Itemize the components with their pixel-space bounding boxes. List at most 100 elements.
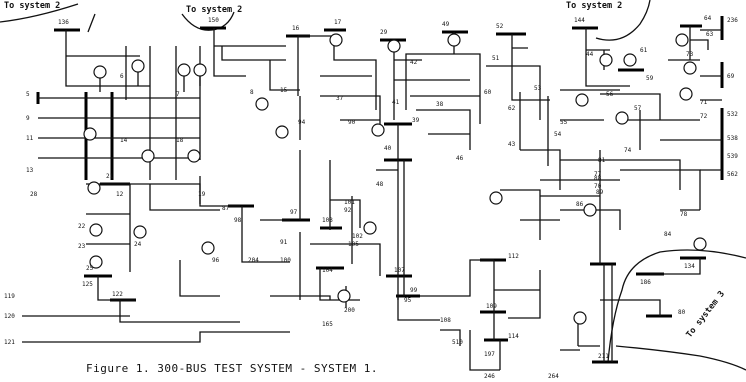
line-mesh-3 [376, 124, 405, 300]
generator-icon [83, 127, 97, 141]
bus-label: 122 [112, 291, 123, 298]
boundary-system2-left [0, 3, 79, 23]
bus-label: 52 [496, 23, 504, 30]
bus-label: 5 [26, 91, 30, 98]
generator-icon [599, 53, 613, 67]
label-to-system2-right: To system 2 [566, 1, 622, 11]
bus-label: 150 [208, 17, 219, 24]
bus-label: 18 [176, 137, 184, 144]
generator-icon [363, 221, 377, 235]
generator-icon [329, 33, 343, 47]
line-64 [668, 26, 709, 61]
bus-label: 134 [684, 263, 695, 270]
bus-label: 81 [598, 157, 606, 164]
line-center-trunk [270, 96, 331, 300]
bus-label: 121 [4, 339, 15, 346]
bus-label: 100 [280, 257, 291, 264]
bus-label: 57 [634, 105, 642, 112]
line-mesh-4 [329, 160, 361, 264]
line-to-16 [221, 36, 300, 96]
generator-icon [275, 125, 289, 139]
generator-icon [131, 59, 145, 73]
generator-icon [693, 237, 707, 251]
bus-label: 22 [78, 223, 86, 230]
bus-label: 41 [392, 99, 400, 106]
bus-label: 90 [348, 119, 356, 126]
label-to-system3: To system 3 [684, 289, 727, 340]
line-gen-left [99, 66, 201, 92]
bus-label: 6 [120, 73, 124, 80]
bus-label: 54 [554, 131, 562, 138]
line-mesh-6 [397, 259, 494, 321]
line-52 [486, 34, 550, 120]
bus-label: 74 [624, 147, 632, 154]
bus-label: 80 [678, 309, 686, 316]
bus-label: 532 [727, 111, 738, 118]
bus-label: 72 [700, 113, 708, 120]
bus-label: 8 [250, 89, 254, 96]
line-right-mesh-2 [600, 93, 700, 150]
bus-label: 21 [106, 173, 114, 180]
boundary-system3 [607, 249, 746, 371]
bus-label: 28 [30, 191, 38, 198]
bus-label: 107 [394, 267, 405, 274]
bus-label: 94 [298, 119, 306, 126]
line-mesh-1 [320, 75, 381, 128]
line-136 [65, 30, 150, 87]
label-to-system2-left: To system 2 [4, 1, 60, 11]
bus-label: 43 [508, 141, 516, 148]
bus-label: 186 [640, 279, 651, 286]
bus-label: 264 [548, 373, 559, 380]
bus-label: 9 [26, 115, 30, 122]
bus-label: 55 [560, 119, 568, 126]
bus-label: 538 [727, 135, 738, 142]
boundary-system2-left-tick [87, 13, 96, 33]
generator-icon [675, 33, 689, 47]
bus-label: 539 [727, 153, 738, 160]
external-boundaries [0, 0, 746, 371]
bus-label: 114 [508, 333, 519, 340]
generator-icon [193, 63, 207, 77]
bus-label: 211 [598, 353, 609, 360]
generator-icon [87, 181, 101, 195]
bus-label: 97 [290, 209, 298, 216]
bus-label: 105 [348, 241, 359, 248]
bus-label: 59 [646, 75, 654, 82]
bus-label: 7 [176, 91, 180, 98]
bus-label: 78 [680, 211, 688, 218]
bus-label: 98 [234, 217, 242, 224]
bus-labels: 136 150 16 17 29 49 52 144 64 63 236 44 … [4, 15, 738, 380]
bus-label: 38 [436, 101, 444, 108]
generator-icon [573, 311, 587, 325]
bus-label: 17 [334, 19, 342, 26]
bus-label: 29 [380, 29, 388, 36]
generator-icon [177, 63, 191, 77]
line-211 [560, 320, 600, 351]
line-mesh-2 [410, 95, 480, 150]
bus-label: 562 [727, 171, 738, 178]
bus-label: 39 [412, 117, 420, 124]
figure-caption: Figure 1. 300-BUS TEST SYSTEM - SYSTEM 1… [86, 362, 378, 375]
bus-label: 87 [222, 205, 230, 212]
bus-label: 69 [727, 73, 735, 80]
generator-icon [623, 53, 637, 67]
bus-label: 101 [344, 199, 355, 206]
bus-label: 12 [116, 191, 124, 198]
bus-label: 246 [484, 373, 495, 380]
bus-bars [36, 16, 724, 364]
bus-label: 103 [322, 217, 333, 224]
line-to-80 [600, 299, 661, 316]
generator-icon [683, 61, 697, 75]
line-right-out [700, 29, 722, 171]
line-right-mesh [519, 89, 620, 166]
generator-icon [447, 33, 461, 47]
bus-label: 64 [704, 15, 712, 22]
generator-icon [615, 111, 629, 125]
bus-label: 70 [594, 183, 602, 190]
line-right-trunk [500, 149, 561, 240]
bus-label: 14 [120, 137, 128, 144]
line-112-114 [493, 260, 541, 340]
bus-label: 86 [576, 201, 584, 208]
generator-icon [93, 65, 107, 79]
generator-icon [133, 225, 147, 239]
